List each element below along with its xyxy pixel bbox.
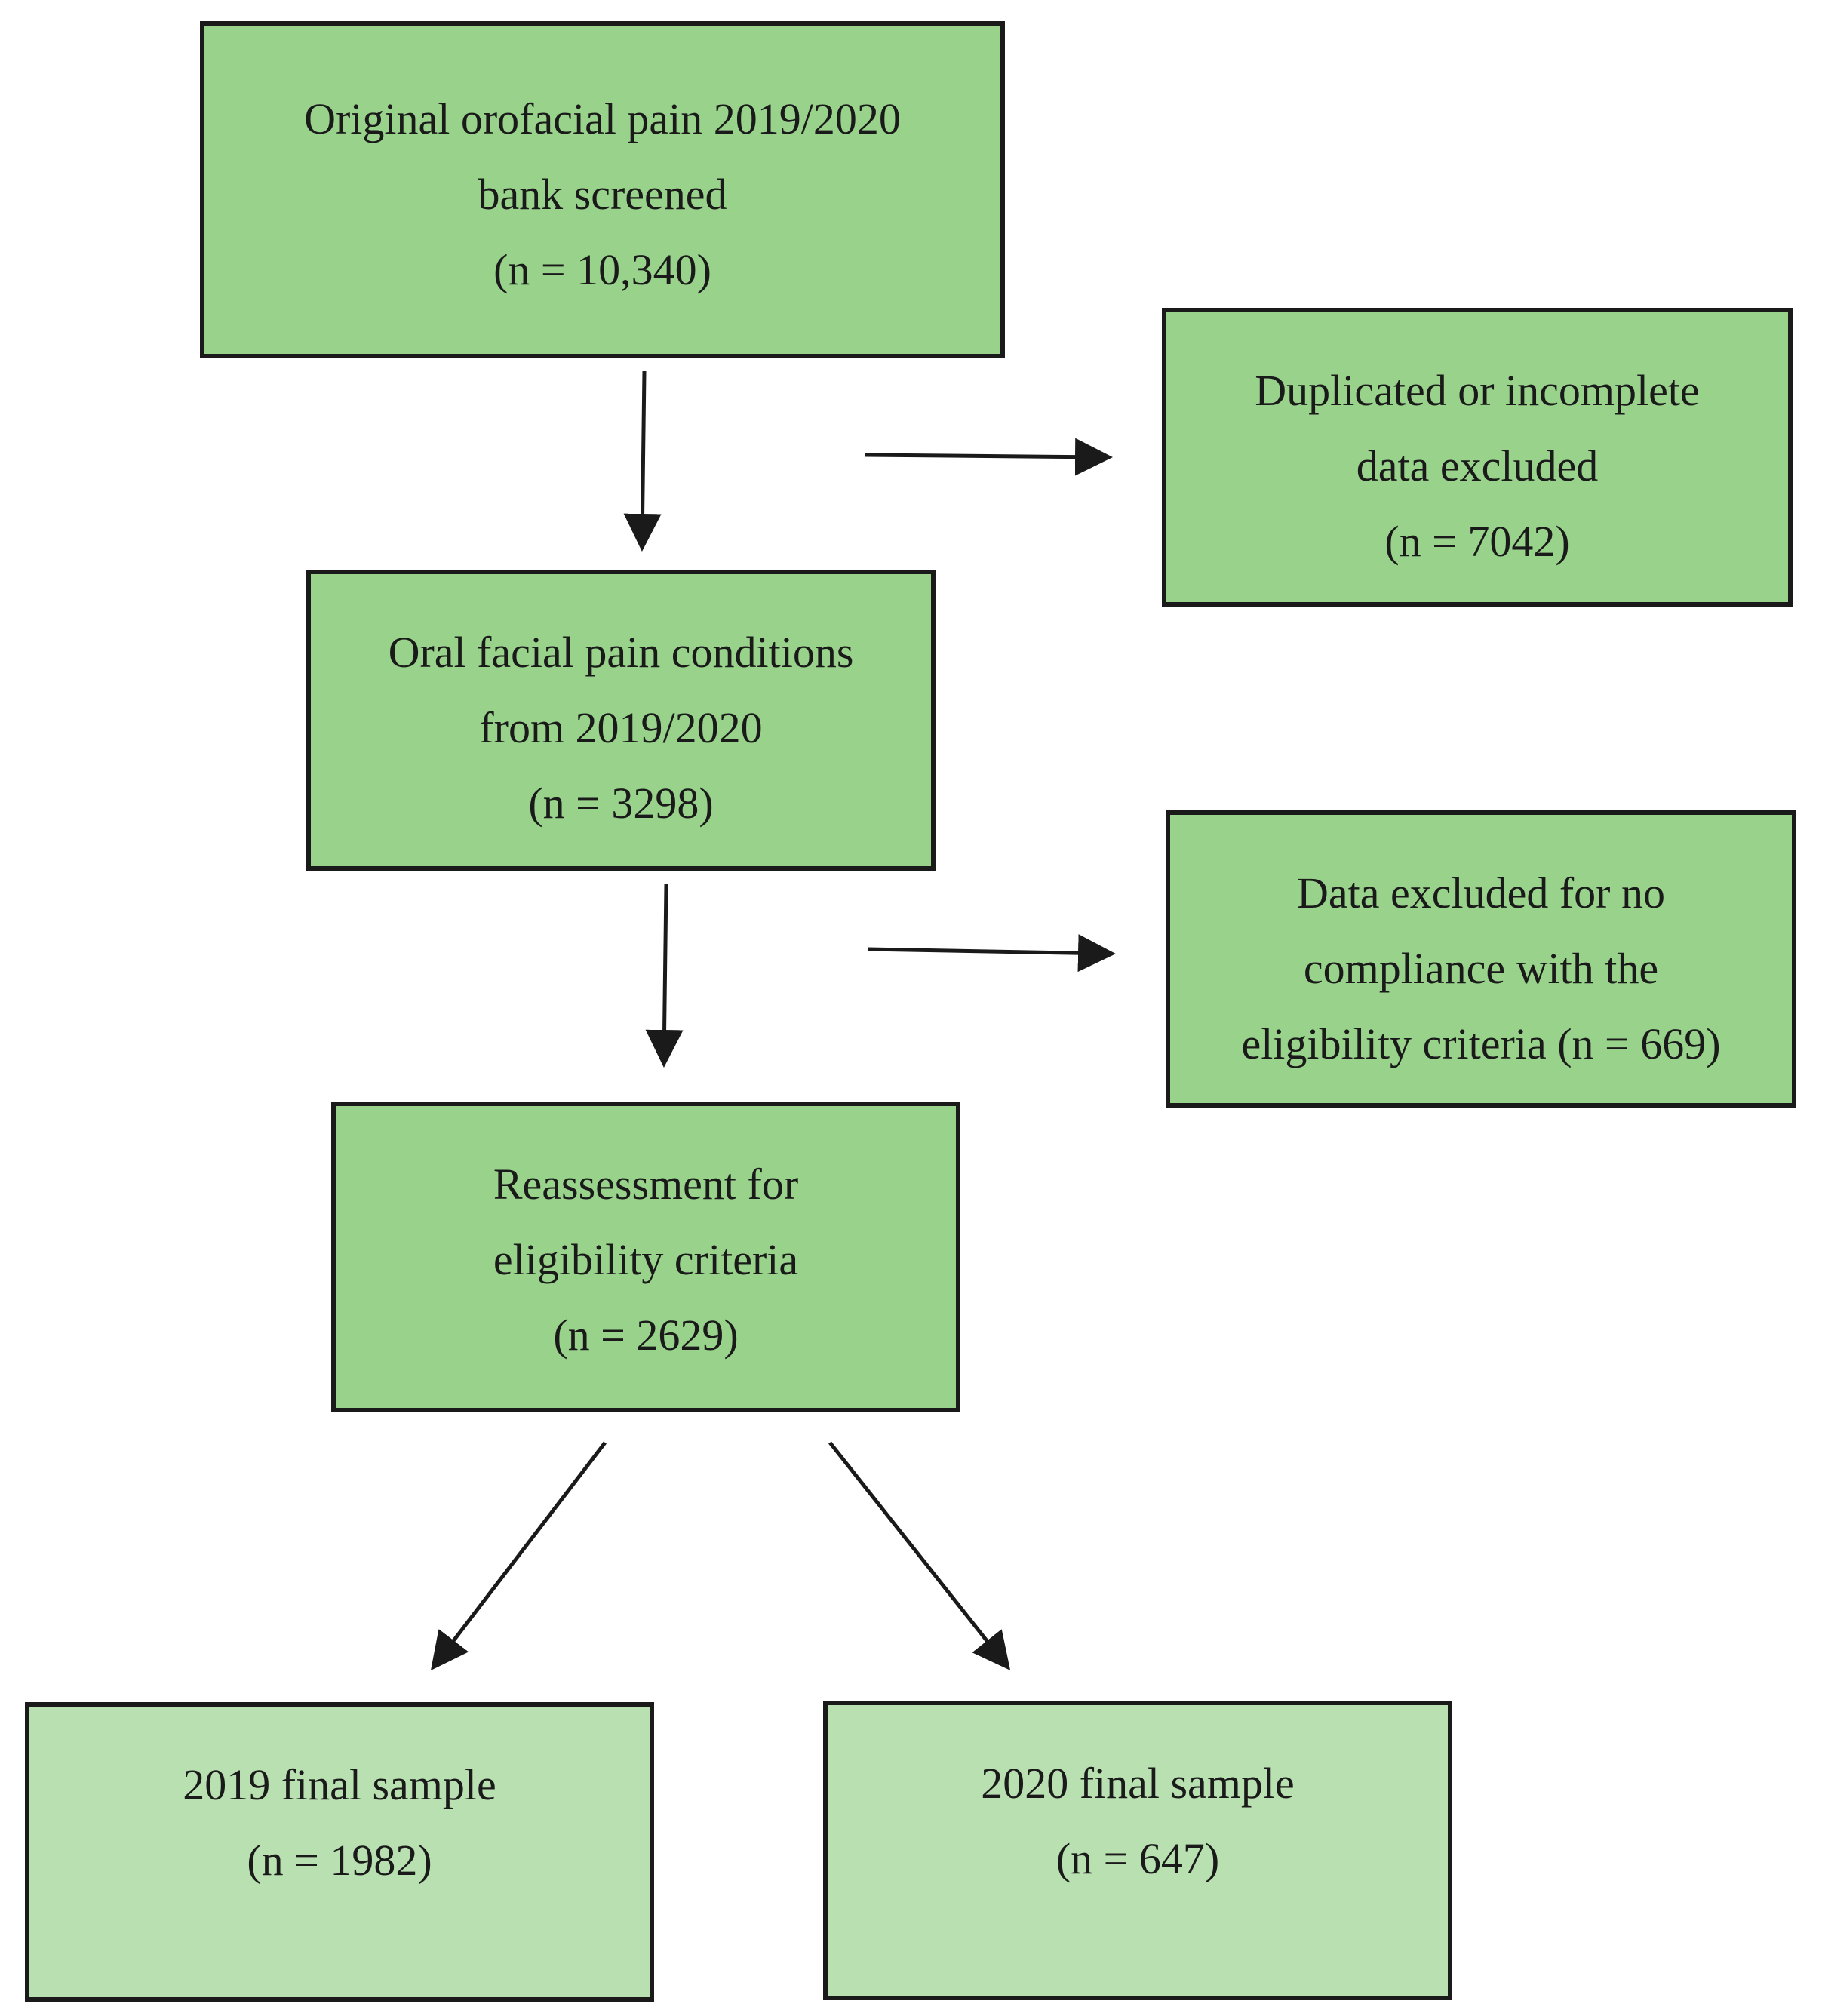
arrow-screened-to-conditions <box>623 370 662 552</box>
reassessment-line1: Reassessment for <box>493 1160 799 1209</box>
final-2019-title: 2019 final sample <box>183 1760 496 1809</box>
arrow-conditions-to-reassessment <box>645 884 684 1068</box>
arrow-reassessment-to-2020 <box>828 1441 1011 1670</box>
screened-title-line2: bank screened <box>478 170 727 219</box>
duplicates-excluded-line2: data excluded <box>1356 441 1599 490</box>
final-2019-count: (n = 1982) <box>247 1836 432 1885</box>
eligibility-excluded-box: Data excluded for no compliance with the… <box>1166 810 1796 1108</box>
arrow-to-eligibility-excluded <box>867 934 1116 973</box>
reassessment-line2: eligibility criteria <box>493 1235 799 1284</box>
conditions-count: (n = 3298) <box>528 779 714 828</box>
screened-box: Original orofacial pain 2019/2020 bank s… <box>200 21 1005 358</box>
eligibility-excluded-line2: compliance with the <box>1303 944 1659 993</box>
final-2020-box: 2020 final sample (n = 647) <box>823 1701 1452 2000</box>
duplicates-excluded-line1: Duplicated or incomplete <box>1255 366 1700 415</box>
reassessment-box: Reassessment for eligibility criteria (n… <box>331 1102 960 1412</box>
arrow-reassessment-to-2019 <box>430 1441 607 1670</box>
final-2020-title: 2020 final sample <box>981 1759 1295 1808</box>
reassessment-count: (n = 2629) <box>553 1311 739 1360</box>
final-2019-box: 2019 final sample (n = 1982) <box>25 1702 654 2002</box>
eligibility-excluded-line1: Data excluded for no <box>1297 868 1665 917</box>
conditions-line1: Oral facial pain conditions <box>388 628 854 677</box>
screened-title-line1: Original orofacial pain 2019/2020 <box>304 94 901 143</box>
duplicates-excluded-count: (n = 7042) <box>1384 517 1570 566</box>
screened-count: (n = 10,340) <box>493 245 711 294</box>
conditions-box: Oral facial pain conditions from 2019/20… <box>306 570 936 871</box>
final-2020-count: (n = 647) <box>1055 1834 1220 1883</box>
eligibility-excluded-line3: eligibility criteria (n = 669) <box>1241 1019 1721 1068</box>
conditions-line2: from 2019/2020 <box>479 703 763 752</box>
duplicates-excluded-box: Duplicated or incomplete data excluded (… <box>1162 308 1793 607</box>
arrow-to-duplicates-excluded <box>864 438 1113 476</box>
